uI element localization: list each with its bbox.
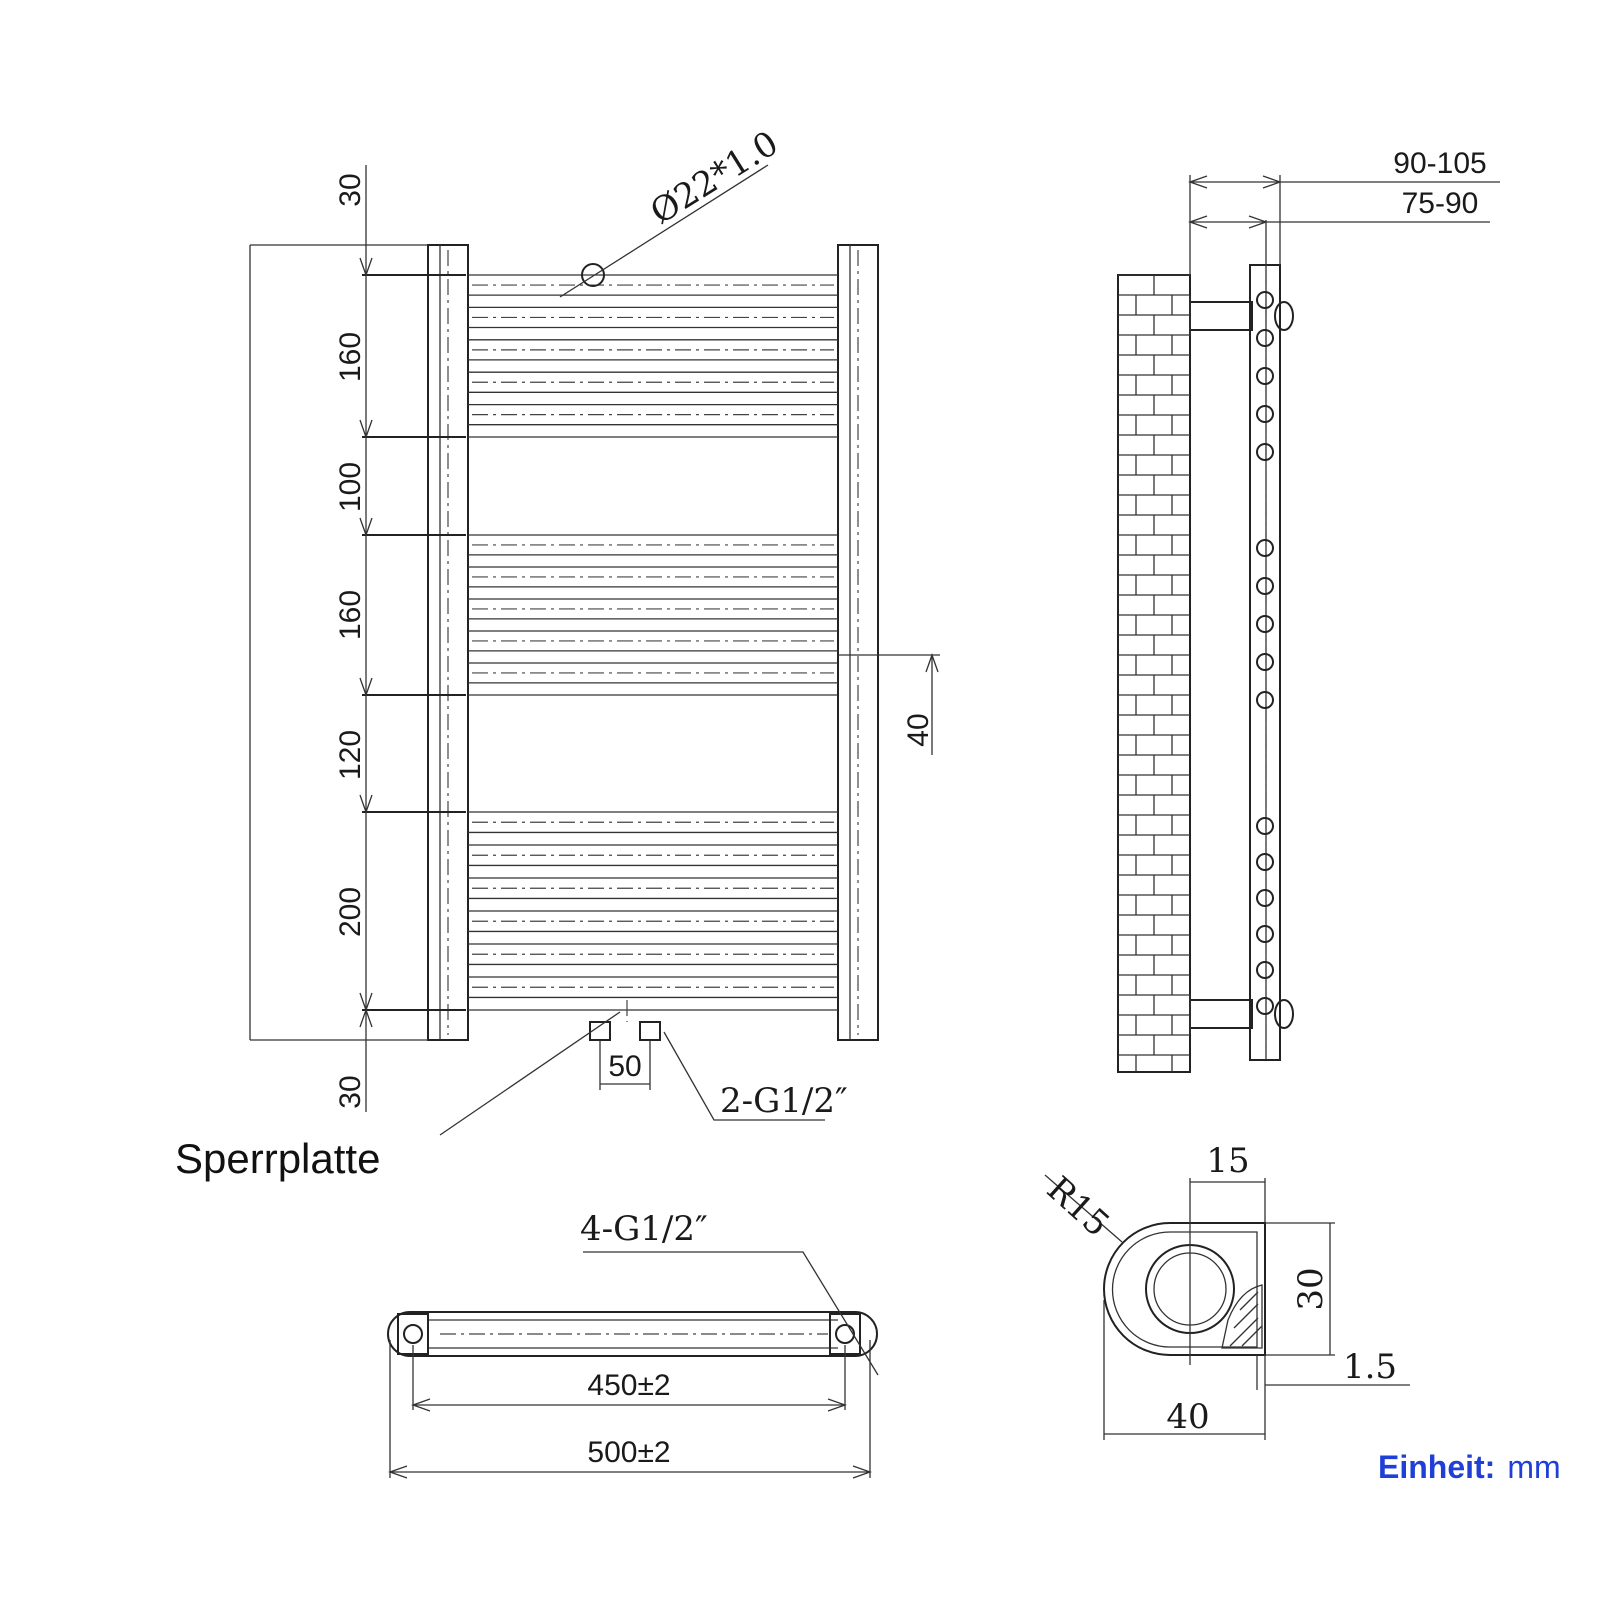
unit-value: mm [1507, 1449, 1560, 1485]
section-view: 15 30 1.5 40 R15 [1039, 1141, 1410, 1440]
bracket-bottom [1189, 999, 1253, 1029]
dim-top-30: 30 [334, 173, 367, 206]
inlet-thread-label: 2-G1/2″ [720, 1081, 848, 1121]
connection-thread-label: 4-G1/2″ [580, 1209, 708, 1249]
side-dim-outer: 90-105 [1393, 147, 1486, 180]
right-column [837, 244, 879, 1041]
side-tube-hole [1256, 291, 1274, 309]
section-width-bottom: 40 [1166, 1397, 1209, 1437]
radiator-side-bar [1249, 264, 1281, 1061]
dim-160-upper: 160 [334, 332, 367, 382]
side-tube-hole [1256, 367, 1274, 385]
offset-dim-label: 40 [902, 713, 935, 746]
left-column [427, 244, 469, 1041]
offset-dimension: 40 [838, 653, 940, 755]
dim-160-lower: 160 [334, 590, 367, 640]
side-tube-holes [1256, 291, 1274, 1015]
bottom-inlets: 50 2-G1/2″ Sperrplatte [175, 1000, 848, 1182]
dim-100: 100 [334, 462, 367, 512]
side-tube-hole [1256, 961, 1274, 979]
inlet-right [639, 1021, 661, 1041]
side-tube-hole [1256, 539, 1274, 557]
connection-right [835, 1324, 855, 1344]
side-tube-hole [1256, 405, 1274, 423]
section-height: 30 [1291, 1267, 1331, 1310]
side-tube-hole [1256, 997, 1274, 1015]
section-wall: 1.5 [1343, 1347, 1397, 1387]
dim-120: 120 [334, 730, 367, 780]
top-profile [387, 1311, 878, 1357]
outer-width-label: 500±2 [587, 1436, 670, 1469]
connection-left [403, 1324, 423, 1344]
side-view: 90-105 75-90 [1117, 147, 1500, 1073]
side-tube-hole [1256, 443, 1274, 461]
inner-width-label: 450±2 [587, 1369, 670, 1402]
side-tube-hole [1256, 925, 1274, 943]
horizontal-tubes [468, 274, 838, 1011]
unit-label: Einheit: [1378, 1449, 1495, 1485]
section-width-top: 15 [1206, 1141, 1249, 1181]
side-tube-hole [1256, 653, 1274, 671]
lock-plate-label: Sperrplatte [175, 1135, 380, 1182]
side-tube-hole [1256, 853, 1274, 871]
top-view: 4-G1/2″ 450±2 500±2 [387, 1209, 879, 1479]
side-tube-hole [1256, 817, 1274, 835]
tube-section-circle [581, 263, 605, 287]
bracket-top [1189, 301, 1253, 331]
section-outer-profile [1103, 1222, 1266, 1356]
dim-bottom-30: 30 [334, 1075, 367, 1108]
side-tube-hole [1256, 615, 1274, 633]
side-tube-hole [1256, 329, 1274, 347]
unit-note: Einheit: mm [1378, 1449, 1561, 1485]
side-tube-hole [1256, 691, 1274, 709]
side-dim-inner: 75-90 [1402, 187, 1479, 220]
side-tube-hole [1256, 889, 1274, 907]
inlet-spacing-label: 50 [608, 1050, 641, 1083]
side-tube-hole [1256, 577, 1274, 595]
tube-diameter-callout: Ø22*1.0 [559, 123, 786, 298]
left-dimension-chain: 30 160 100 160 120 200 30 [249, 165, 466, 1112]
front-view: 30 160 100 160 120 200 30 Ø22*1.0 40 [175, 123, 940, 1182]
tube-diameter-label: Ø22*1.0 [644, 123, 786, 232]
brick-pattern [1118, 274, 1190, 1072]
dim-200: 200 [334, 887, 367, 937]
